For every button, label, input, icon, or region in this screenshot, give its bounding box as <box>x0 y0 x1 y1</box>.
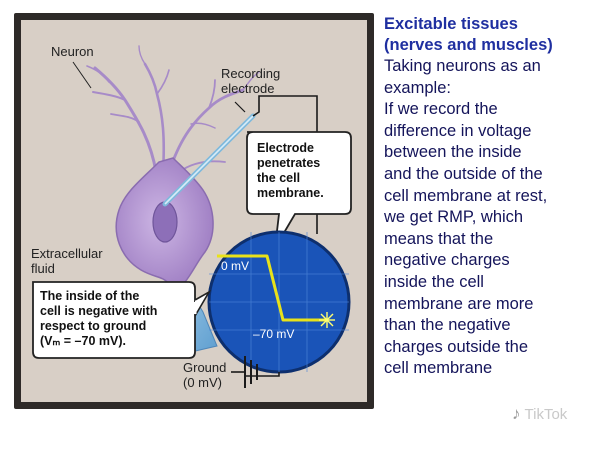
nucleus <box>152 201 178 243</box>
trace-spark-icon <box>319 312 335 328</box>
section-title: Excitable tissues (nerves and muscles) <box>384 15 553 54</box>
ground-label: Ground (0 mV) <box>183 360 230 390</box>
inside-negative-callout: The inside of the cell is negative with … <box>32 281 212 359</box>
electrode-callout: Electrode penetrates the cell membrane. <box>246 131 352 249</box>
neuron-leader <box>72 61 92 89</box>
scope-zero-label: 0 mV <box>221 259 249 273</box>
extracellular-label: Extracellular fluid <box>31 246 106 276</box>
scope-rest-label: –70 mV <box>253 327 294 341</box>
explanation-panel: Excitable tissues (nerves and muscles) T… <box>384 14 596 380</box>
explanation-body: Taking neurons as an example: If we reco… <box>384 57 548 378</box>
svg-text:The inside of the cell i: The inside of the cell is negative with … <box>40 289 161 348</box>
neuron-label: Neuron <box>51 44 94 59</box>
recording-electrode-label: Recording electrode <box>221 66 284 96</box>
voltage-trace <box>217 254 327 322</box>
dendrites <box>86 45 260 174</box>
ground-symbol-icon <box>231 356 280 388</box>
neuron-recording-diagram: Neuron Recording electrode Electrode pen… <box>14 13 374 409</box>
tiktok-watermark: ♪ TikTok <box>512 404 568 423</box>
svg-text:Electrode penetrates: Electrode penetrates the cell membrane. <box>257 141 324 200</box>
oscilloscope-screen: 0 mV –70 mV <box>207 230 351 374</box>
tiktok-logo-icon: ♪ <box>512 404 521 423</box>
